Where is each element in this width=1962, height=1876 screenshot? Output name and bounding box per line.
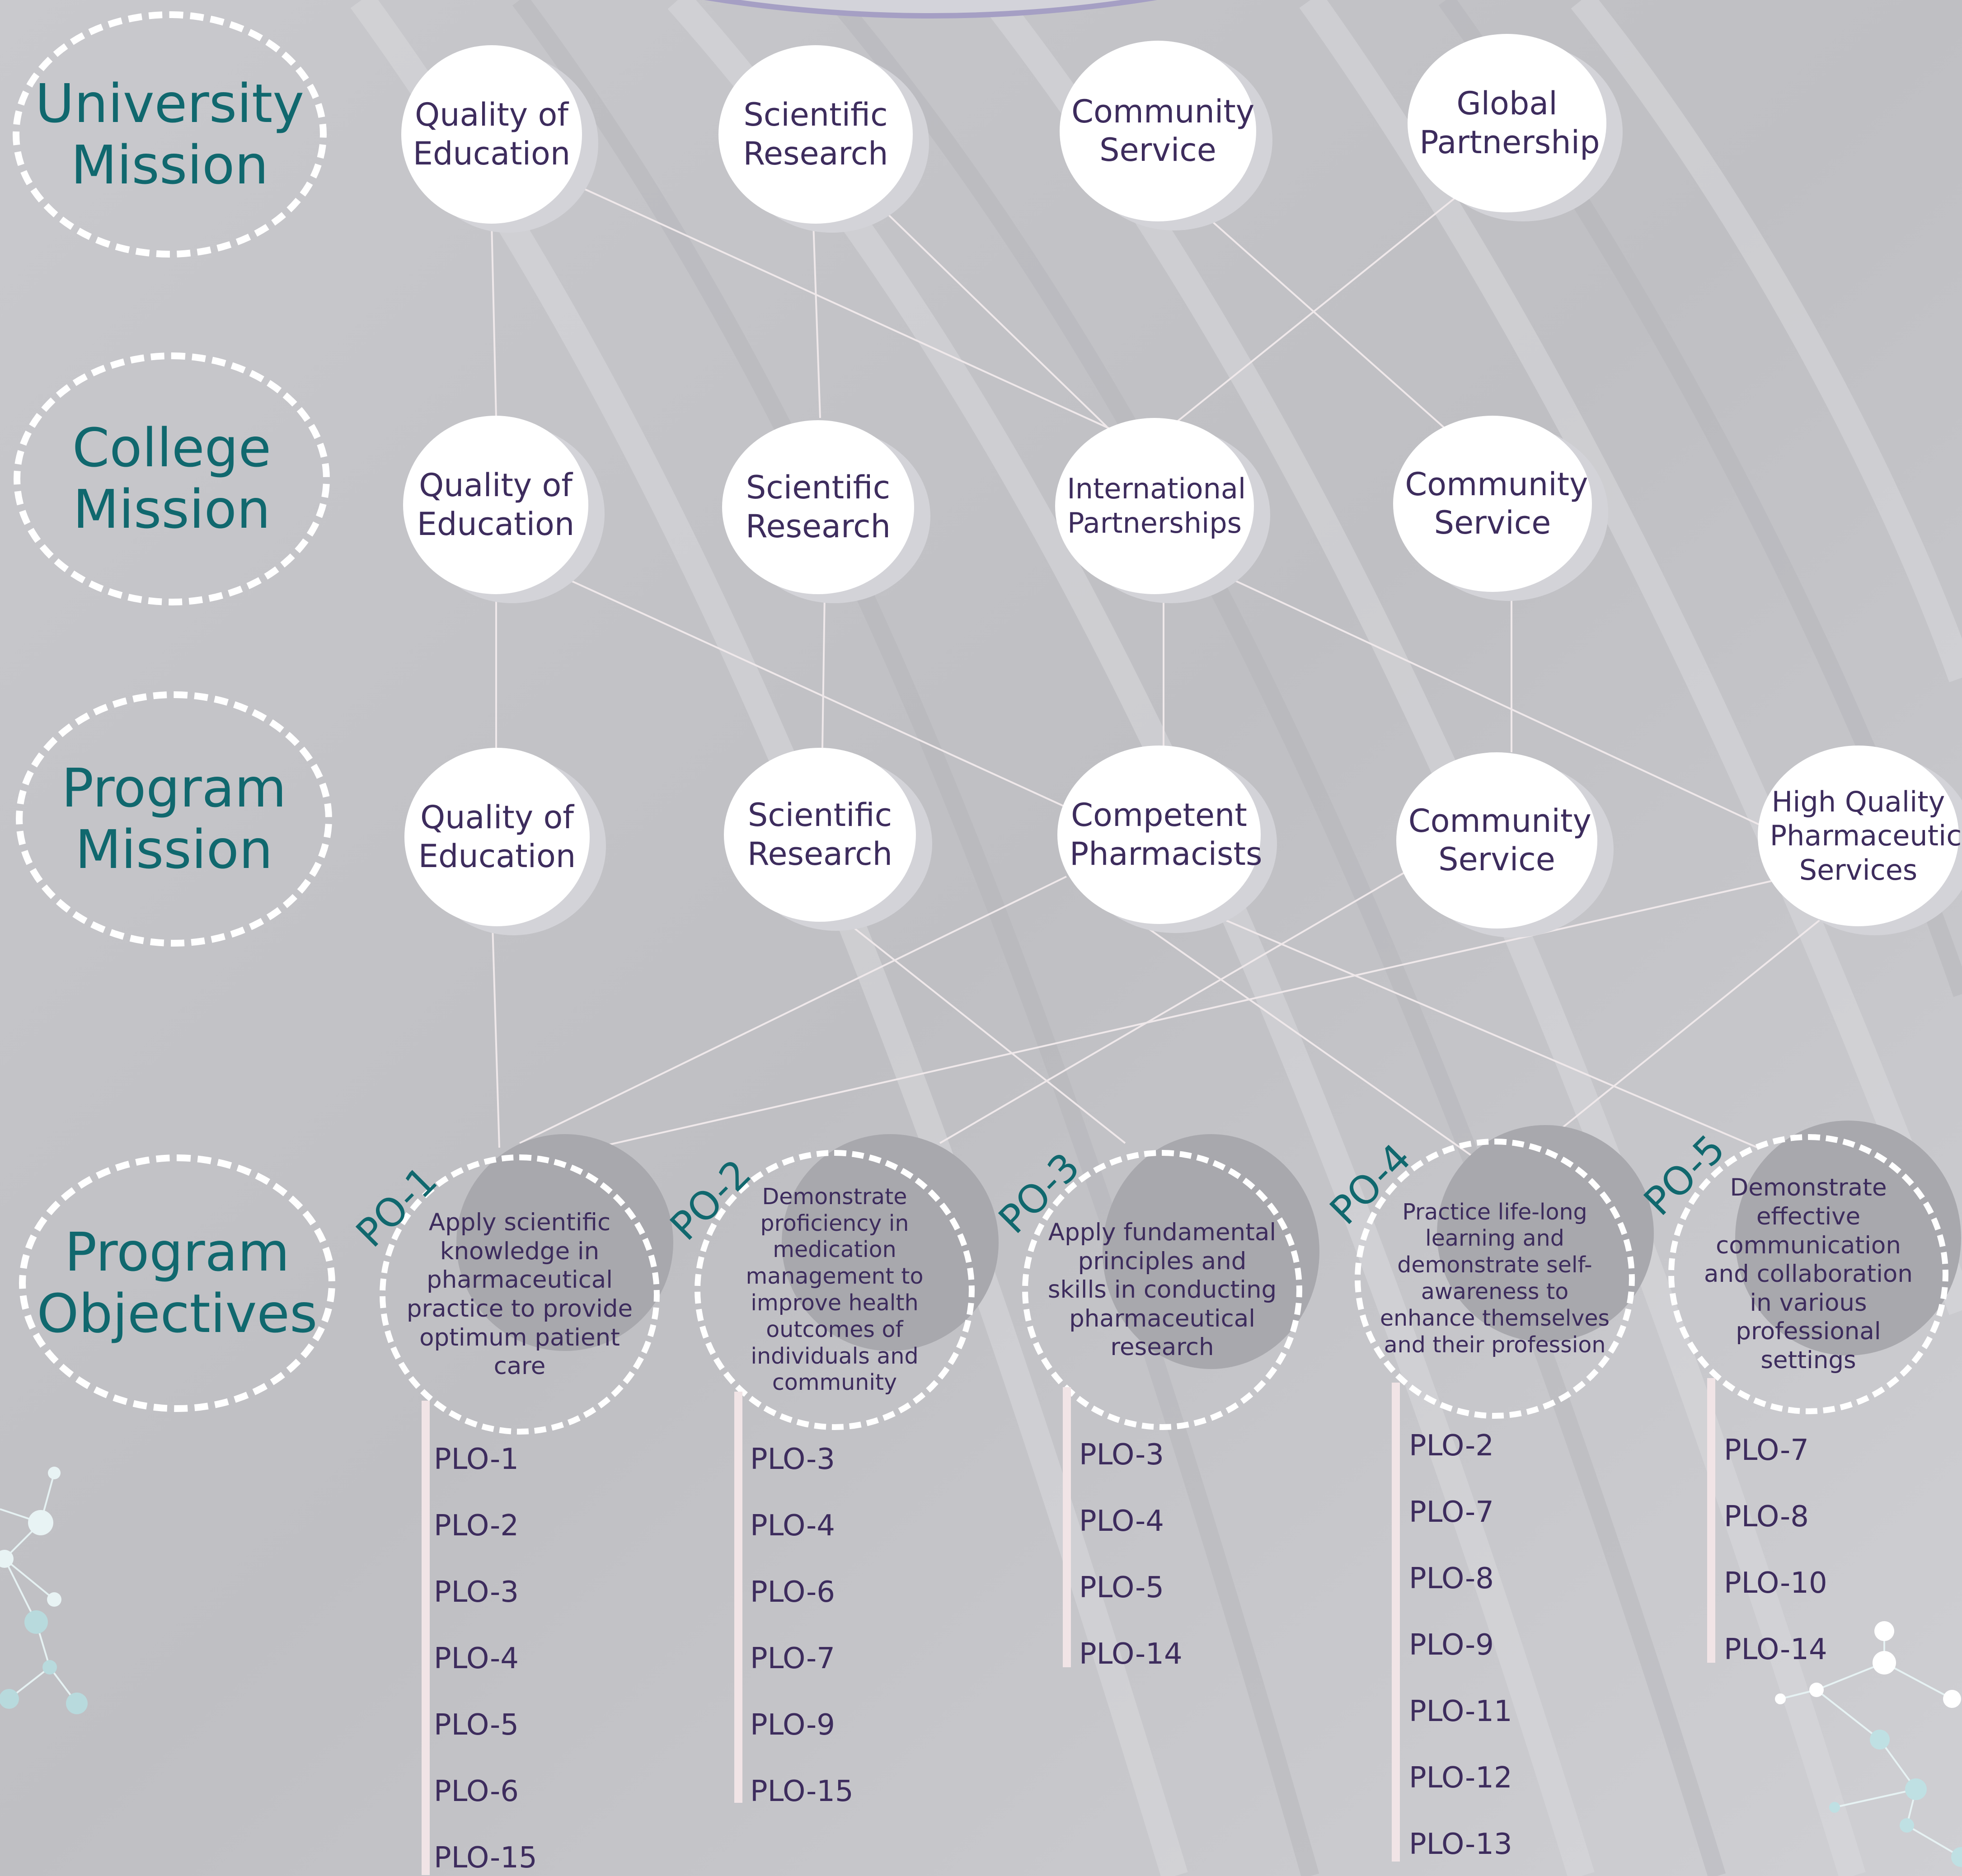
plo-item: PLO-6 xyxy=(750,1576,835,1609)
po-4-circle: Practice life-long learning and demonstr… xyxy=(1355,1139,1635,1419)
plo-item: PLO-1 xyxy=(434,1443,519,1476)
po-3-text: Apply fundamental principles and skills … xyxy=(1047,1219,1277,1361)
university-node-global-partnership: Global Partnership xyxy=(1408,34,1606,212)
plo-item: PLO-2 xyxy=(1409,1429,1494,1463)
link-pcp-po4 xyxy=(1138,921,1474,1158)
po-5-plo-bar xyxy=(1707,1378,1715,1663)
link-phq-po4 xyxy=(1554,916,1824,1135)
po-1-plo-list: PLO-1 PLO-2 PLO-3 PLO-4 PLO-5 PLO-6 PLO-… xyxy=(434,1437,537,1876)
row-label-college-mission: College Mission xyxy=(14,352,330,605)
plo-item: PLO-7 xyxy=(750,1642,835,1675)
university-node-community-service: Community Service xyxy=(1060,41,1256,221)
po-4-plo-bar xyxy=(1392,1383,1400,1862)
plo-item: PLO-7 xyxy=(1724,1434,1809,1467)
link-cip-phq xyxy=(1215,571,1803,846)
molecule-decoration-right xyxy=(1775,1621,1962,1867)
row-label-program-mission: Program Mission xyxy=(16,691,332,947)
university-node-scientific-research: Scientific Research xyxy=(718,45,913,224)
college-node-scientific-research: Scientific Research xyxy=(722,420,914,594)
plo-item: PLO-15 xyxy=(434,1841,537,1875)
plo-item: PLO-3 xyxy=(750,1443,835,1476)
plo-item: PLO-7 xyxy=(1409,1496,1494,1529)
plo-item: PLO-15 xyxy=(750,1775,854,1808)
plo-item: PLO-3 xyxy=(1079,1438,1164,1472)
po-2-plo-bar xyxy=(734,1392,742,1803)
college-node-international-partnerships: International Partnerships xyxy=(1055,418,1254,594)
college-node-quality-of-education: Quality of Education xyxy=(403,416,588,594)
link-psr-po3 xyxy=(840,916,1126,1144)
link-pcp-po5 xyxy=(1197,907,1758,1149)
link-pcs-po2 xyxy=(939,871,1406,1144)
po-4-text: Practice life-long learning and demonstr… xyxy=(1380,1199,1610,1358)
po-5-text: Demonstrate effective communication and … xyxy=(1704,1174,1913,1374)
link-pqe-po1 xyxy=(492,926,500,1148)
plo-item: PLO-2 xyxy=(434,1509,519,1543)
link-uqe-cip xyxy=(576,184,1117,432)
plo-item: PLO-9 xyxy=(1409,1628,1494,1662)
program-node-high-quality-pharmaceutical-services: High Quality Pharmaceutical Services xyxy=(1758,746,1962,926)
po-2-text: Demonstrate proficiency in medication ma… xyxy=(746,1183,924,1396)
po-1-text: Apply scientific knowledge in pharmaceut… xyxy=(406,1209,633,1380)
plo-item: PLO-4 xyxy=(434,1642,519,1675)
college-node-community-service: Community Service xyxy=(1393,416,1592,592)
plo-item: PLO-5 xyxy=(1079,1571,1164,1604)
program-node-community-service: Community Service xyxy=(1396,752,1597,929)
link-phq-po1 xyxy=(555,880,1772,1158)
plo-item: PLO-9 xyxy=(750,1708,835,1742)
row-label-university-mission: University Mission xyxy=(13,11,327,258)
link-uqe-cqe xyxy=(491,223,497,418)
program-node-competent-pharmacists: Competent Pharmacists xyxy=(1057,746,1262,924)
link-csr-psr xyxy=(821,594,826,748)
po-4-plo-list: PLO-2 PLO-7 PLO-8 PLO-9 PLO-11 PLO-12 PL… xyxy=(1409,1423,1512,1876)
po-2-plo-list: PLO-3 PLO-4 PLO-6 PLO-7 PLO-9 PLO-15 xyxy=(750,1437,854,1835)
plo-item: PLO-11 xyxy=(1409,1695,1512,1728)
link-usr-cip xyxy=(876,202,1108,428)
molecule-decoration-left xyxy=(0,1467,88,1714)
program-node-scientific-research: Scientific Research xyxy=(724,748,916,922)
plo-item: PLO-12 xyxy=(1409,1761,1512,1795)
po-5-plo-list: PLO-7 PLO-8 PLO-10 PLO-14 xyxy=(1724,1428,1827,1693)
po-3-plo-bar xyxy=(1063,1387,1071,1667)
plo-item: PLO-3 xyxy=(434,1576,519,1609)
program-node-quality-of-education: Quality of Education xyxy=(404,748,590,926)
link-usr-csr xyxy=(812,223,821,418)
university-node-quality-of-education: Quality of Education xyxy=(401,45,582,224)
plo-item: PLO-13 xyxy=(1409,1828,1512,1861)
plo-item: PLO-8 xyxy=(1409,1562,1494,1595)
plo-item: PLO-10 xyxy=(1724,1566,1827,1600)
po-1-plo-bar xyxy=(422,1401,430,1875)
link-ucs-ccs xyxy=(1201,211,1447,430)
link-cqe-pcp xyxy=(555,573,1085,816)
plo-item: PLO-8 xyxy=(1724,1500,1809,1534)
plo-item: PLO-4 xyxy=(1079,1505,1164,1538)
po-3-plo-list: PLO-3 PLO-4 PLO-5 PLO-14 xyxy=(1079,1432,1183,1698)
plo-item: PLO-6 xyxy=(434,1775,519,1808)
row-label-program-objectives: Program Objectives xyxy=(19,1154,335,1412)
link-pcp-po1 xyxy=(519,876,1067,1144)
plo-item: PLO-14 xyxy=(1079,1637,1183,1671)
plo-item: PLO-4 xyxy=(750,1509,835,1543)
link-ugp-cip xyxy=(1169,193,1460,428)
plo-item: PLO-5 xyxy=(434,1708,519,1742)
plo-item: PLO-14 xyxy=(1724,1633,1827,1666)
